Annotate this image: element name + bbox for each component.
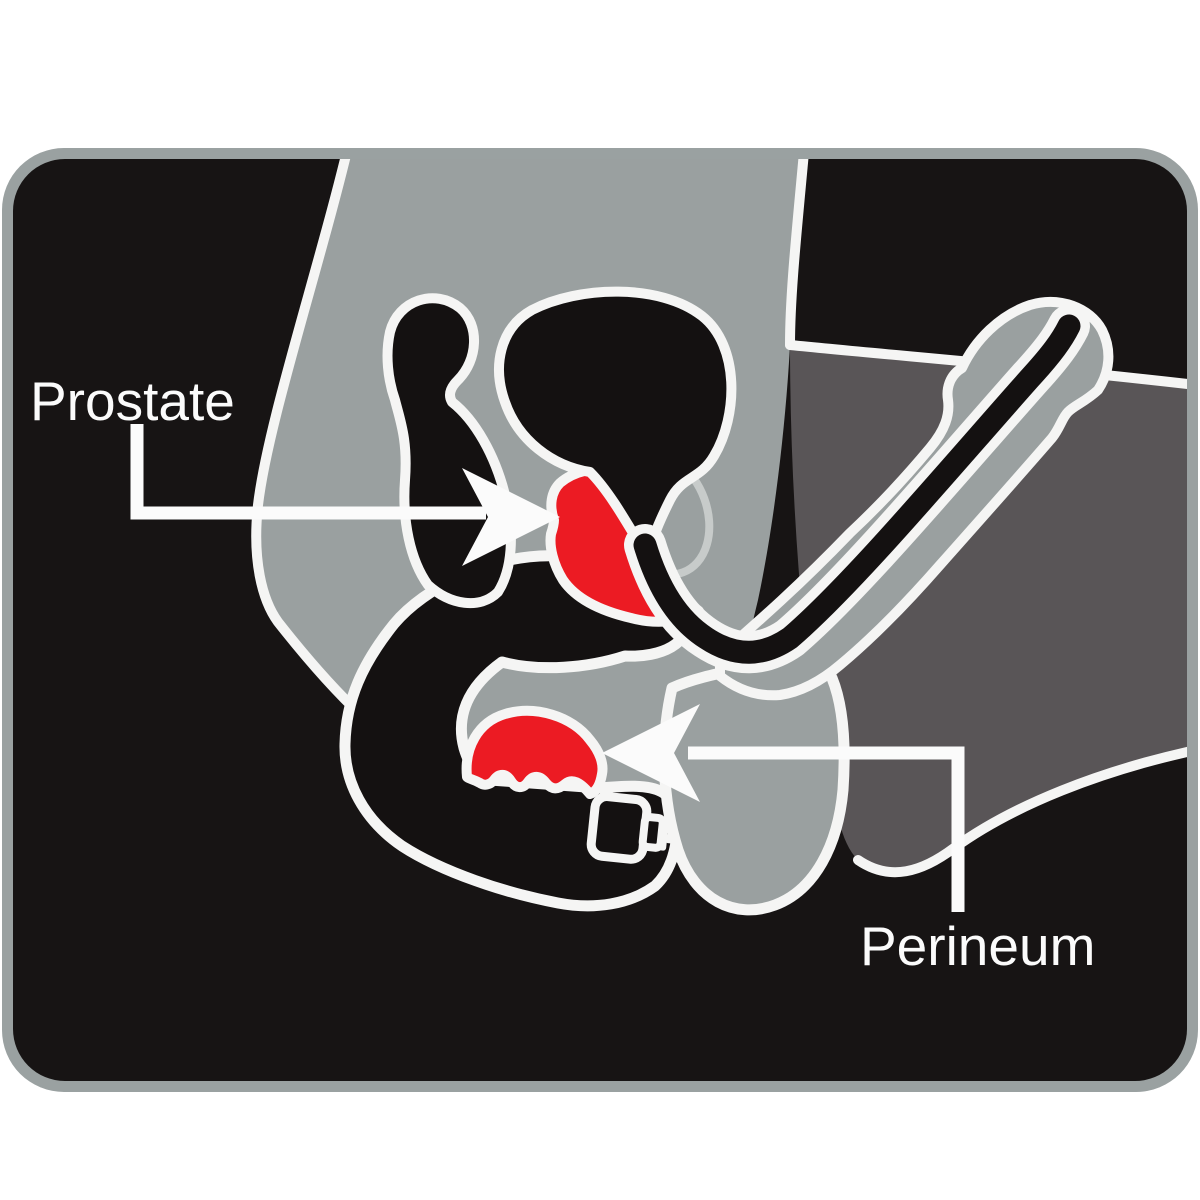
body-outline-right: [785, 159, 811, 350]
urethra-line: [624, 305, 1090, 674]
perineum-leader-line: [688, 746, 965, 912]
pubic-bone-shape: [382, 293, 516, 609]
perineum-label: Perineum: [860, 915, 1095, 977]
prostate-arrow-icon: [462, 468, 560, 566]
prostate-annotation: [130, 424, 560, 566]
perineum-region: [461, 705, 608, 799]
prostate-label: Prostate: [30, 370, 235, 432]
perineum-annotation: [602, 704, 965, 912]
perineum-arrow-icon: [602, 704, 700, 802]
prostate-leader-line: [130, 424, 486, 520]
bladder-shape: [494, 286, 737, 563]
far-leg-shape: [790, 345, 1187, 873]
far-leg-outline-bottom: [853, 743, 1187, 878]
body-outline-left: [251, 159, 367, 721]
